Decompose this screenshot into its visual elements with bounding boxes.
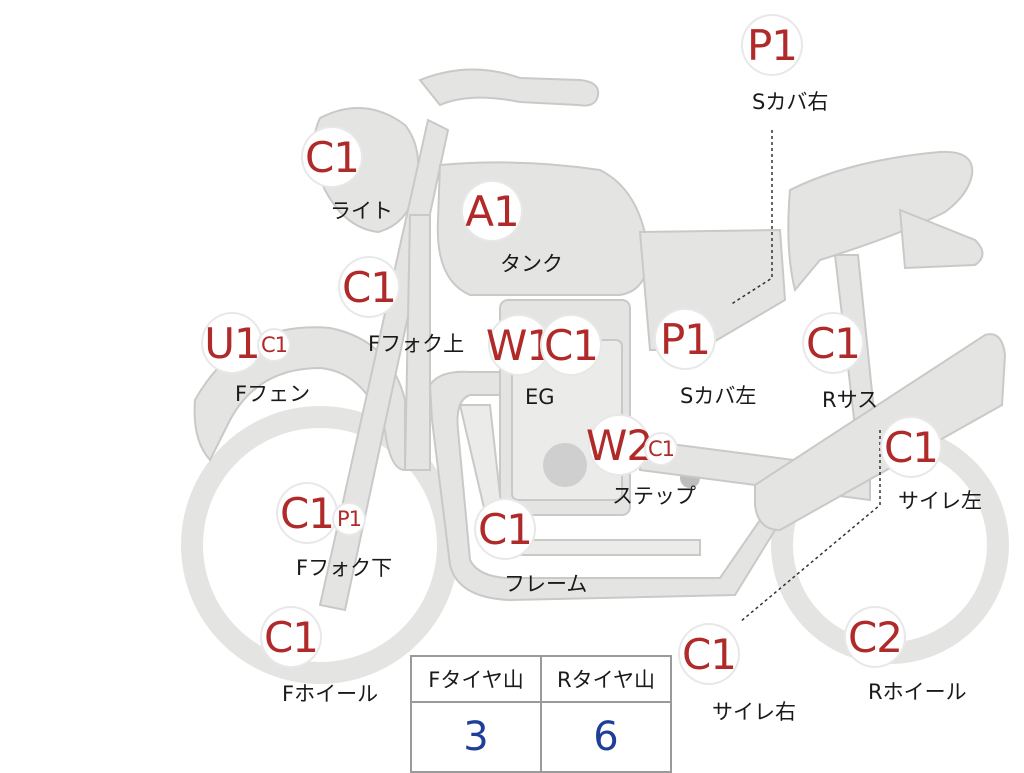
f-wheel-label: Fホイール [282, 682, 379, 706]
r-suspension-label: Rサス [822, 388, 879, 412]
s-cover-left-grade-badge: P1 [656, 310, 714, 368]
step-grade-badge: W2 [586, 416, 653, 474]
f-fork-upper-label: Fフォク上 [368, 332, 465, 356]
seat-shape [787, 150, 974, 293]
r-suspension-grade-badge: C1 [804, 314, 862, 372]
r-wheel-grade-badge: C2 [846, 608, 904, 666]
f-fork-lower-label: Fフォク下 [296, 556, 393, 580]
r-wheel-label: Rホイール [868, 680, 967, 704]
f-fork-upper-grade-badge: C1 [340, 258, 398, 316]
f-fender-grade-badge: U1 [203, 314, 261, 372]
step-label: ステップ [612, 484, 696, 508]
step-grade-badge-2: C1 [646, 434, 676, 464]
rear-tire-header: Rタイヤ山 [540, 655, 672, 703]
s-cover-right-label: Sカバ右 [752, 90, 829, 114]
f-fender-grade-badge-2: C1 [259, 330, 289, 360]
s-cover-right-grade-badge: P1 [743, 16, 801, 74]
f-fork-lower-grade-badge-2: P1 [334, 504, 364, 534]
rear-tire-value: 6 [540, 701, 672, 773]
engine-grade-badge-2: C1 [542, 316, 600, 374]
tire-tread-table: Fタイヤ山 Rタイヤ山 3 6 [410, 655, 672, 773]
engine-grade-badge: W1 [486, 316, 553, 374]
front-tire-value: 3 [410, 701, 542, 773]
f-wheel-grade-badge: C1 [262, 608, 320, 666]
f-fender-label: Fフェン [235, 382, 311, 406]
light-label: ライト [330, 199, 393, 223]
frame-label: フレーム [504, 572, 588, 596]
front-tire-header: Fタイヤ山 [410, 655, 542, 703]
tank-grade-badge: A1 [463, 182, 521, 240]
muffler-right-label: サイレ右 [712, 700, 796, 724]
frame-shape [428, 370, 777, 602]
f-fork-lower-grade-badge: C1 [278, 484, 336, 542]
frame-grade-badge: C1 [476, 500, 534, 558]
tank-label: タンク [500, 252, 563, 276]
engine-label: EG [525, 385, 555, 409]
s-cover-left-label: Sカバ左 [680, 384, 757, 408]
muffler-left-grade-badge: C1 [882, 418, 940, 476]
light-grade-badge: C1 [303, 128, 361, 186]
handlebar-shape [418, 68, 600, 107]
muffler-left-label: サイレ左 [898, 489, 982, 513]
muffler-right-grade-badge: C1 [680, 625, 738, 683]
